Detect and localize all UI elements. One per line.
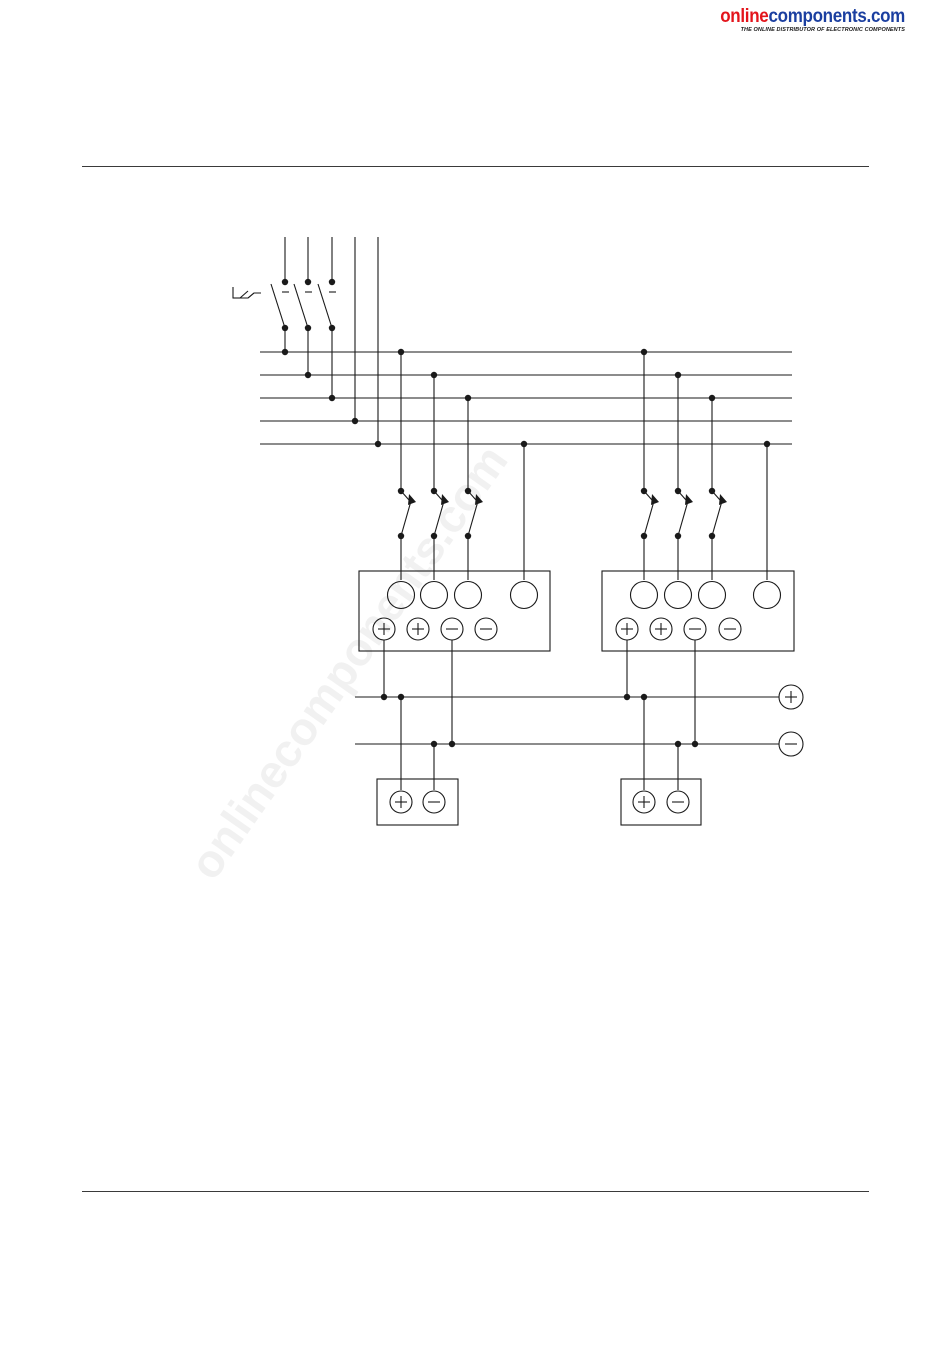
load-2 [621, 779, 701, 825]
branch-1-switches [398, 488, 483, 580]
branch-2-feeders [641, 349, 770, 580]
branch-2-switches [641, 488, 727, 580]
module-1 [359, 571, 550, 651]
load-1 [377, 779, 458, 825]
module-2 [602, 571, 794, 651]
branch-1-feeders [398, 349, 527, 580]
main-switch [233, 279, 336, 398]
dc-bus [355, 640, 803, 790]
